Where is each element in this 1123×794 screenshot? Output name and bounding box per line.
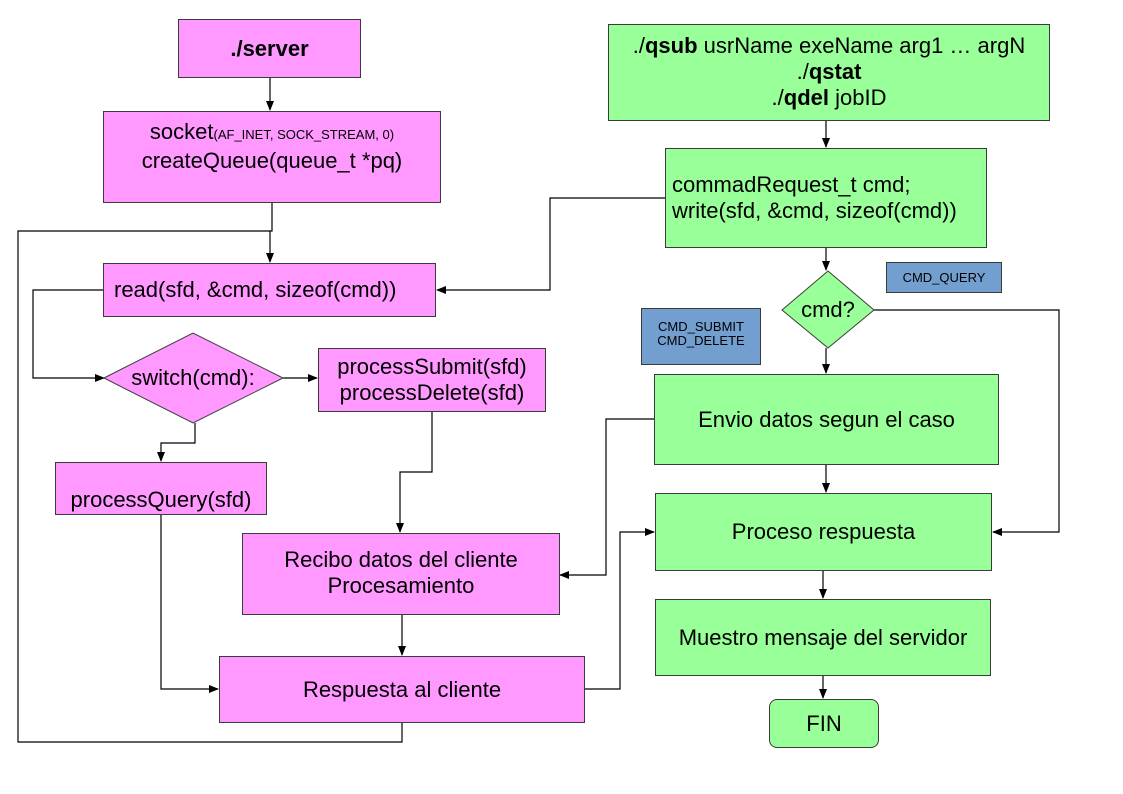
envio-label: Envio datos segun el caso [698,406,955,432]
recibo-line1: Recibo datos del cliente [284,547,518,572]
switch-decision-shape [102,332,285,424]
qsub-args: usrName exeName arg1 … argN [697,33,1026,58]
connector-socket-read [266,203,274,263]
process-query-label: processQuery(sfd) [70,487,252,512]
cmd-submit-delete-badge: CMD_SUBMIT CMD_DELETE [641,308,761,365]
connector-envio-recibo [559,418,654,579]
qdel-args: jobID [828,85,887,110]
switch-label: switch(cmd): [131,365,255,390]
connector-respuesta-proceso [585,528,655,690]
qdel-line: ./qdel jobID [609,85,1049,111]
connector-switch-query [157,423,196,462]
cmd-query-badge: CMD_QUERY [886,262,1002,293]
proceso-respuesta-node: Proceso respuesta [655,493,992,571]
commad-request-node: commadRequest_t cmd; write(sfd, &cmd, si… [665,148,987,248]
cmd-delete-label: CMD_DELETE [657,333,745,348]
connector-decision-proceso [874,309,1060,536]
qstat-line: ./qstat [609,59,1049,85]
cmd-submit-label: CMD_SUBMIT [658,319,744,334]
read-node: read(sfd, &cmd, sizeof(cmd)) [103,263,436,317]
socket-args: (AF_INET, SOCK_STREAM, 0) [213,127,395,142]
proceso-label: Proceso respuesta [731,519,916,544]
qstat-command: qstat [808,59,862,84]
socket-fn: socket [149,119,214,144]
server-start-label: ./server [230,35,309,61]
process-submit-delete-node: processSubmit(sfd) processDelete(sfd) [318,348,546,412]
read-label: read(sfd, &cmd, sizeof(cmd)) [114,277,397,302]
fin-label: FIN [806,710,842,736]
qdel-command: qdel [783,85,829,110]
cmd-declaration: commadRequest_t cmd; [672,172,911,197]
recibo-node: Recibo datos del cliente Procesamiento [242,533,560,615]
respuesta-label: Respuesta al cliente [302,676,502,702]
server-start-node: ./server [178,19,361,78]
connector-query-respuesta [160,515,219,693]
qstat-prefix: ./ [796,59,809,84]
envio-node: Envio datos segun el caso [654,374,999,465]
qdel-prefix: ./ [771,85,784,110]
process-delete-label: processDelete(sfd) [339,380,525,405]
socket-create-node: socket(AF_INET, SOCK_STREAM, 0) createQu… [103,111,441,203]
process-submit-label: processSubmit(sfd) [337,354,527,379]
connector-loop-back [17,230,403,743]
write-call: write(sfd, &cmd, sizeof(cmd)) [672,198,957,223]
muestro-node: Muestro mensaje del servidor [655,599,991,676]
recibo-line2: Procesamiento [327,573,475,598]
qsub-command: qsub [644,33,698,58]
client-commands-node: ./qsub usrName exeName arg1 … argN ./qst… [608,24,1050,121]
connector-read-switch [32,289,105,382]
qsub-prefix: ./ [632,33,645,58]
connector-write-read [436,197,665,294]
process-query-node: processQuery(sfd) [55,462,267,515]
qsub-line: ./qsub usrName exeName arg1 … argN [609,33,1049,59]
create-queue-call: createQueue(queue_t *pq) [141,148,403,173]
cmd-query-label: CMD_QUERY [902,269,986,285]
cmd-decision-shape [781,270,875,349]
connector-submit-recibo [396,412,433,533]
socket-call: socket(AF_INET, SOCK_STREAM, 0) [104,119,440,148]
fin-node: FIN [769,699,879,748]
muestro-label: Muestro mensaje del servidor [678,624,968,650]
respuesta-node: Respuesta al cliente [219,656,585,723]
cmd-decision-label: cmd? [801,297,855,322]
